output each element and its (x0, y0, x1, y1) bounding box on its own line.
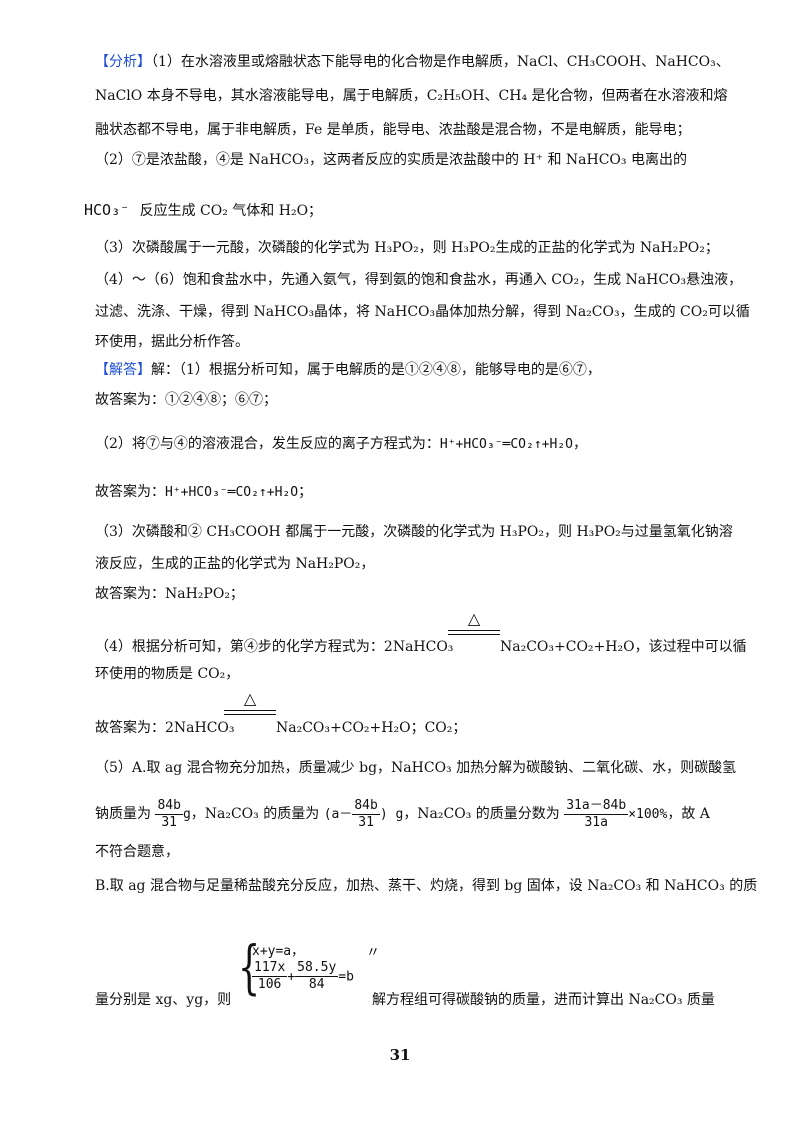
answer-line-11: （5）A.取 ag 混合物充分加热，质量减少 bg，NaHCO₃ 加热分解为碳酸… (95, 760, 737, 776)
answer-line-5: （3）次磷酸和② CH₃COOH 都属于一元酸，次磷酸的化学式为 H₃PO₂，则… (95, 524, 733, 540)
triangle-icon: △ (243, 689, 257, 708)
text: ，Na₂CO₃ 的质量为 (190, 806, 320, 822)
text: ， (572, 436, 587, 452)
answer-line-15-right: 解方程组可得碳酸钠的质量，进而计算出 Na₂CO₃ 质量 (372, 992, 715, 1008)
text: （1）在水溶液里或熔融状态下能导电的化合物是作电解质，NaCl、CH₃COOH、… (151, 54, 730, 70)
equation-1: x+y=a， (252, 944, 305, 959)
analysis-line-6: （3）次磷酸属于一元酸，次磷酸的化学式为 H₃PO₂，则 H₃PO₂生成的正盐的… (95, 240, 719, 256)
ionic-equation: H⁺+HCO₃⁻═CO₂↑+H₂O (439, 437, 573, 452)
answer-line-7: 故答案为：NaH₂PO₂； (95, 586, 244, 602)
analysis-tag: 【分析】 (95, 54, 151, 70)
left-brace: { (238, 933, 261, 1001)
ionic-equation: H⁺+HCO₃⁻═CO₂↑+H₂O (165, 485, 299, 500)
text: （4）根据分析可知，第④步的化学方程式为：2NaHCO₃ (95, 639, 454, 655)
answer-line-8: （4）根据分析可知，第④步的化学方程式为：2NaHCO₃ (95, 637, 453, 657)
text: 解：（1）根据分析可知，属于电解质的是①②④⑧，能够导电的是⑥⑦， (151, 362, 601, 378)
text: ，Na₂CO₃ 的质量分数为 (403, 806, 560, 822)
text: 钠质量为 (95, 806, 151, 822)
answer-line-14: B.取 ag 混合物与足量稀盐酸充分反应，加热、蒸干、灼烧，得到 bg 固体，设… (95, 878, 758, 894)
analysis-line-1: 【分析】（1）在水溶液里或熔融状态下能导电的化合物是作电解质，NaCl、CH₃C… (95, 52, 730, 72)
answer-line-9: 环使用的物质是 CO₂， (95, 666, 240, 682)
quote-mark: 〃 (366, 945, 380, 961)
text: ； (298, 484, 313, 500)
answer-line-8-right: Na₂CO₃+CO₂+H₂O，该过程中可以循 (500, 639, 747, 655)
text: ，故 A (667, 806, 710, 822)
text: 故答案为：2NaHCO₃ (95, 720, 235, 736)
answer-line-1: 【解答】解：（1）根据分析可知，属于电解质的是①②④⑧，能够导电的是⑥⑦， (95, 360, 601, 380)
answer-line-3: （2）将⑦与④的溶液混合，发生反应的离子方程式为：H⁺+HCO₃⁻═CO₂↑+H… (95, 434, 587, 455)
answer-line-10: 故答案为：2NaHCO₃ (95, 718, 235, 738)
analysis-line-2: NaClO 本身不导电，其水溶液能导电，属于电解质，C₂H₅OH、CH₄ 是化合… (95, 88, 728, 104)
answer-line-6: 液反应，生成的正盐的化学式为 NaH₂PO₂， (95, 556, 375, 572)
answer-line-10-right: Na₂CO₃+CO₂+H₂O；CO₂； (276, 720, 467, 736)
page-number: 31 (389, 1046, 411, 1064)
analysis-line-5: HCO₃⁻ 反应生成 CO₂ 气体和 H₂O； (84, 200, 322, 221)
analysis-line-4: （2）⑦是浓盐酸，④是 NaHCO₃，这两者反应的实质是浓盐酸中的 H⁺ 和 N… (95, 152, 687, 168)
bicarbonate-ion: HCO₃⁻ (84, 201, 130, 219)
answer-tag: 【解答】 (95, 362, 151, 378)
heating-condition: △ (448, 610, 500, 636)
answer-line-2: 故答案为：①②④⑧；⑥⑦； (95, 392, 277, 408)
text: 故答案为： (95, 484, 165, 500)
analysis-line-8: 过滤、洗涤、干燥，得到 NaHCO₃晶体，将 NaHCO₃晶体加热分解，得到 N… (95, 304, 750, 320)
analysis-line-9: 环使用，据此分析作答。 (95, 334, 249, 350)
text: （2）将⑦与④的溶液混合，发生反应的离子方程式为： (95, 436, 440, 452)
answer-line-15-left: 量分别是 xg、yg，则 (95, 992, 232, 1008)
text: 反应生成 CO₂ 气体和 H₂O； (139, 203, 323, 219)
analysis-line-7: （4）～（6）饱和食盐水中，先通入氨气，得到氨的饱和食盐水，再通入 CO₂，生成… (95, 272, 743, 288)
analysis-line-3: 融状态都不导电，属于非电解质，Fe 是单质，能导电、浓盐酸是混合物，不是电解质，… (95, 122, 691, 138)
triangle-icon: △ (467, 609, 481, 628)
answer-line-4: 故答案为：H⁺+HCO₃⁻═CO₂↑+H₂O； (95, 482, 312, 503)
answer-line-13: 不符合题意， (95, 844, 179, 860)
heating-condition: △ (224, 690, 276, 716)
